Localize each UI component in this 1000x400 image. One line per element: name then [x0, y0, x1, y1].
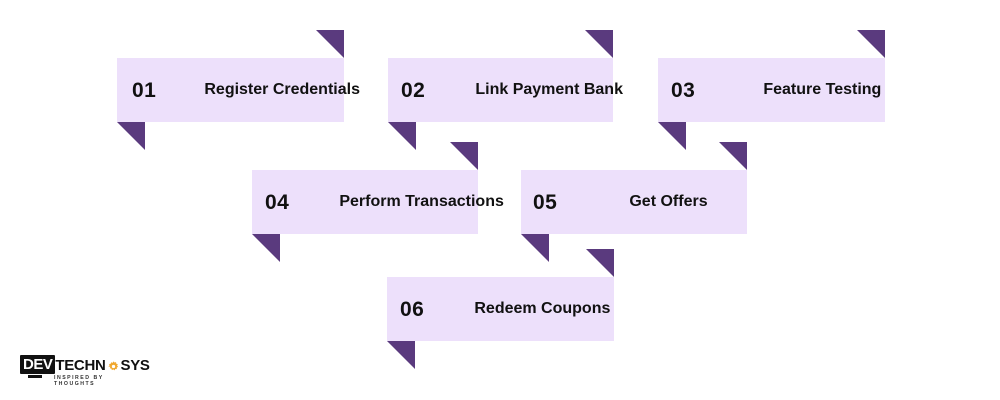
- ribbon-fold-top-right: [316, 30, 344, 58]
- step-label: Redeem Coupons: [474, 300, 611, 317]
- ribbon-fold-top-right: [585, 30, 613, 58]
- step-card-content: 03 Feature Testing: [658, 58, 885, 122]
- ribbon-fold-top-right: [586, 249, 614, 277]
- step-label: Feature Testing: [763, 81, 882, 98]
- ribbon-fold-bottom-left: [252, 234, 280, 262]
- step-label: Perform Transactions: [339, 193, 504, 210]
- step-card-05: 05 Get Offers: [521, 142, 747, 262]
- ribbon-fold-bottom-left: [521, 234, 549, 262]
- logo-wordmark: DEV TECHN SYS: [20, 354, 150, 374]
- step-number: 04: [265, 190, 290, 214]
- step-card-content: 05 Get Offers: [521, 170, 747, 234]
- logo-sys-text: SYS: [120, 357, 150, 374]
- step-card-06: 06 Redeem Coupons: [387, 249, 614, 369]
- step-card-01: 01 Register Credentials: [117, 30, 360, 150]
- gear-icon: [107, 361, 118, 371]
- step-card-content: 04 Perform Transactions: [252, 170, 504, 234]
- step-number: 05: [533, 190, 558, 214]
- step-card-04: 04 Perform Transactions: [252, 142, 504, 262]
- ribbon-fold-top-right: [450, 142, 478, 170]
- step-card-02: 02 Link Payment Bank: [388, 30, 623, 150]
- brand-logo: DEV TECHN SYS INSPIRED BY THOUGHTS: [20, 354, 150, 387]
- step-card-content: 02 Link Payment Bank: [388, 58, 623, 122]
- logo-tagline: INSPIRED BY THOUGHTS: [54, 375, 104, 387]
- ribbon-fold-bottom-left: [388, 122, 416, 150]
- step-card-content: 01 Register Credentials: [117, 58, 360, 122]
- ribbon-fold-top-right: [857, 30, 885, 58]
- step-number: 01: [132, 78, 157, 102]
- step-label: Link Payment Bank: [475, 81, 623, 98]
- ribbon-fold-top-right: [719, 142, 747, 170]
- logo-dev-badge: DEV: [20, 355, 56, 374]
- ribbon-fold-bottom-left: [117, 122, 145, 150]
- step-number: 06: [400, 297, 425, 321]
- step-card-content: 06 Redeem Coupons: [387, 277, 614, 341]
- ribbon-fold-bottom-left: [387, 341, 415, 369]
- ribbon-fold-bottom-left: [658, 122, 686, 150]
- step-card-03: 03 Feature Testing: [658, 30, 885, 150]
- step-label: Register Credentials: [204, 81, 360, 98]
- step-label: Get Offers: [629, 193, 708, 210]
- step-number: 02: [401, 78, 426, 102]
- step-number: 03: [671, 78, 696, 102]
- logo-techn-text: TECHN: [55, 357, 106, 374]
